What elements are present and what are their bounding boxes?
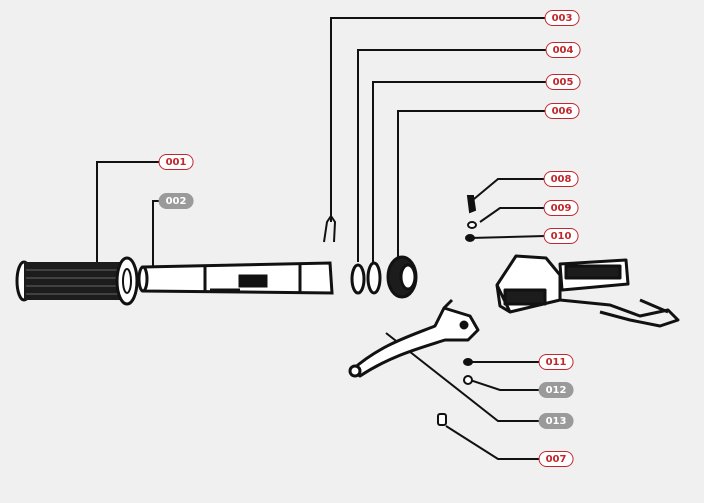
- leader-009: [479, 207, 545, 223]
- part-label-011[interactable]: 011: [538, 354, 574, 370]
- leader-004: [357, 49, 547, 262]
- part-label-009[interactable]: 009: [543, 200, 579, 216]
- part-label-003[interactable]: 003: [544, 10, 580, 26]
- leader-006: [397, 110, 547, 257]
- part-label-004[interactable]: 004: [545, 42, 581, 58]
- screw-parts: [465, 195, 477, 242]
- part-label-012[interactable]: 012: [538, 382, 574, 398]
- washer-parts: [350, 261, 382, 295]
- lever-arm-part: [348, 298, 480, 378]
- pulley-part: [386, 255, 418, 299]
- part-label-013[interactable]: 013: [538, 413, 574, 429]
- leader-008: [473, 178, 545, 200]
- leader-013: [385, 332, 542, 422]
- leader-007: [445, 425, 545, 460]
- part-label-006[interactable]: 006: [544, 103, 580, 119]
- grip-part: [15, 256, 139, 306]
- part-label-007[interactable]: 007: [538, 451, 574, 467]
- throttle-tube-part: [137, 261, 334, 295]
- leader-lines: [96, 17, 547, 460]
- cable-end-part: [323, 214, 337, 243]
- leader-012: [469, 379, 542, 391]
- part-label-008[interactable]: 008: [543, 171, 579, 187]
- leader-005: [372, 81, 547, 262]
- leader-010: [469, 235, 546, 239]
- lever-small-parts: [437, 358, 473, 426]
- leader-003: [330, 17, 547, 222]
- part-label-002[interactable]: 002: [158, 193, 194, 209]
- part-label-001[interactable]: 001: [158, 154, 194, 170]
- part-label-010[interactable]: 010: [543, 228, 579, 244]
- part-label-005[interactable]: 005: [545, 74, 581, 90]
- lever-bracket-part: [495, 254, 680, 328]
- leader-001: [96, 161, 162, 263]
- leader-002: [152, 200, 162, 267]
